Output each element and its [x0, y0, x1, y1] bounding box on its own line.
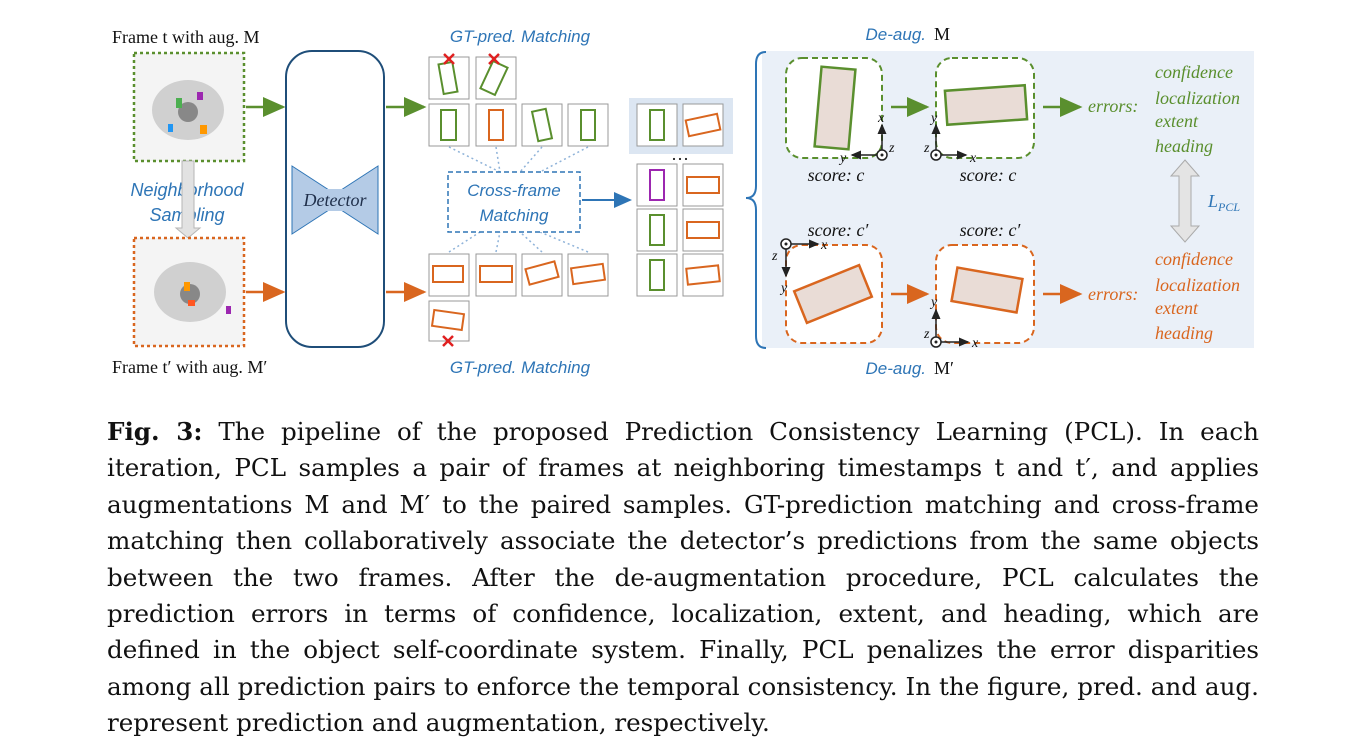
error-confidence-top: confidence — [1155, 62, 1233, 82]
axis-x-label: x — [969, 151, 977, 166]
deaug-bottom-prefix: De-aug. — [866, 359, 926, 378]
frame-t-prime-pointcloud — [132, 236, 246, 348]
error-extent-bottom: extent — [1155, 298, 1199, 318]
deaug-top-prefix: De-aug. — [866, 25, 926, 44]
reject-icon — [443, 53, 500, 65]
matched-pairs — [629, 98, 733, 297]
error-heading-bottom: heading — [1155, 323, 1213, 343]
error-heading-top: heading — [1155, 136, 1213, 156]
axis-x-label: x — [971, 336, 979, 351]
score-c-left: score: c — [808, 165, 865, 185]
axis-y-label: y — [838, 151, 847, 166]
caption-text: The pipeline of the proposed Prediction … — [107, 417, 1259, 738]
axis-z-label: z — [888, 141, 895, 156]
axis-bottom-right — [930, 308, 970, 348]
error-confidence-bottom: confidence — [1155, 249, 1233, 269]
axis-x-label: x — [820, 238, 828, 253]
errors-label-bottom: errors: — [1088, 284, 1138, 304]
gt-pred-matching-bottom: GT-pred. Matching — [450, 358, 591, 377]
loss-double-arrow — [1169, 159, 1201, 243]
axis-z-label: z — [923, 327, 930, 342]
axis-bottom-left — [780, 238, 820, 278]
error-extent-top: extent — [1155, 111, 1199, 131]
axis-x-label: x — [877, 111, 885, 126]
cross-frame-label-1: Cross-frame — [467, 181, 561, 200]
top-predictions — [428, 56, 609, 147]
panel-brace — [745, 51, 767, 349]
cross-frame-box — [447, 171, 581, 233]
score-c-prime-left: score: c′ — [808, 220, 870, 240]
cross-frame-label-2: Matching — [480, 206, 550, 225]
frame-t-prime-label: Frame t′ with aug. M′ — [112, 357, 267, 377]
score-c-prime-right: score: c′ — [960, 220, 1022, 240]
ellipsis: ··· — [671, 149, 689, 169]
detector-block — [285, 50, 385, 348]
axis-y-label: y — [929, 295, 938, 310]
gt-pred-matching-top: GT-pred. Matching — [450, 27, 591, 46]
loss-label: LPCL — [1207, 191, 1240, 214]
bottom-deaug-boxes — [785, 244, 1035, 344]
deaug-top-suffix: M — [934, 24, 950, 44]
errors-label-top: errors: — [1088, 96, 1138, 116]
top-deaug-boxes — [785, 57, 1035, 159]
figure-caption: Fig. 3: The pipeline of the proposed Pre… — [107, 414, 1259, 742]
error-localization-top: localization — [1155, 88, 1240, 108]
caption-label: Fig. 3: — [107, 417, 203, 446]
axis-top-right — [930, 123, 968, 161]
error-localization-bottom: localization — [1155, 275, 1240, 295]
score-c-right: score: c — [960, 165, 1017, 185]
axis-z-label: z — [771, 249, 778, 264]
axis-y-label: y — [779, 281, 788, 296]
axis-z-label: z — [923, 141, 930, 156]
deaug-bottom-suffix: M′ — [934, 358, 954, 378]
pipeline-figure: Frame t with aug. M Neighborhood Samplin… — [112, 24, 1254, 378]
axis-y-label: y — [929, 111, 938, 126]
detector-label: Detector — [303, 190, 368, 210]
frame-t-label: Frame t with aug. M — [112, 27, 259, 47]
frame-t-pointcloud — [132, 51, 246, 163]
down-arrow — [174, 160, 202, 239]
bottom-predictions — [428, 253, 609, 342]
axis-top-left — [850, 123, 888, 161]
